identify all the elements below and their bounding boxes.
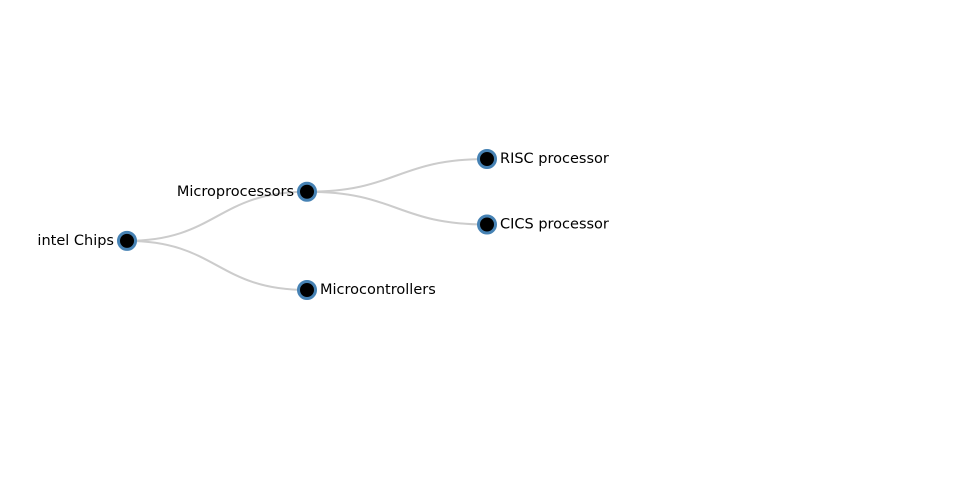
link-intel-chips-to-microcontrollers: [126, 239, 308, 291]
link-microprocessors-to-risc-processor: [306, 158, 488, 193]
node-label: CICS processor: [500, 217, 609, 233]
node-intel-chips[interactable]: intel Chips: [37, 230, 137, 251]
link-intel-chips-to-microprocessors: [126, 190, 308, 242]
node-microcontrollers[interactable]: Microcontrollers: [297, 280, 436, 300]
node-label: intel Chips: [37, 233, 114, 249]
node-circle[interactable]: [297, 280, 317, 300]
node-circle[interactable]: [477, 214, 497, 235]
node-risc-processor[interactable]: RISC processor: [477, 149, 609, 169]
node-label: Microprocessors: [177, 184, 294, 200]
node-microprocessors[interactable]: Microprocessors: [177, 181, 317, 202]
node-circle[interactable]: [477, 149, 497, 169]
node-circle[interactable]: [117, 230, 137, 251]
node-label: Microcontrollers: [320, 282, 436, 298]
link-microprocessors-to-cics-processor: [306, 190, 488, 226]
node-cics-processor[interactable]: CICS processor: [477, 214, 609, 235]
node-label: RISC processor: [500, 151, 609, 167]
node-circle[interactable]: [297, 181, 317, 202]
